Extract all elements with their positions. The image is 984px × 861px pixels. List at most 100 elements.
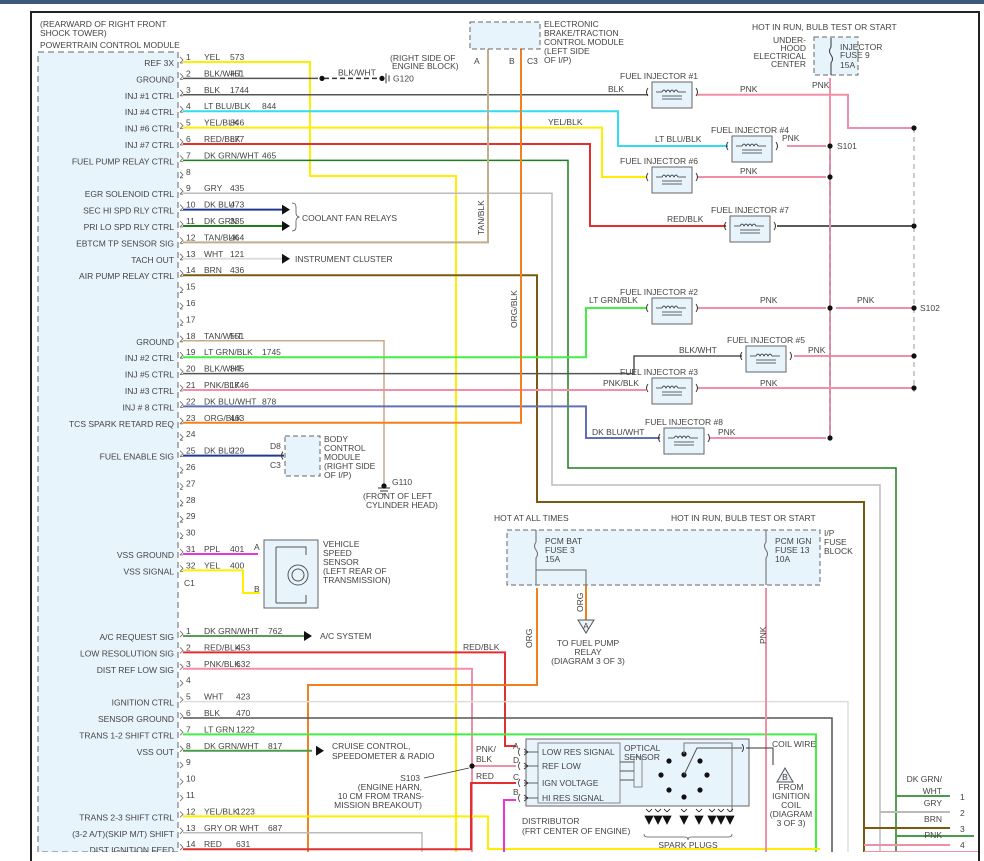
pin-function-label: DIST REF LOW SIG — [97, 665, 174, 675]
pin-terminal-icon — [179, 696, 184, 703]
pin-terminal-icon — [179, 466, 184, 474]
pin-function-label: VSS GROUND — [117, 550, 174, 560]
optical-sensor-leads — [620, 761, 634, 781]
wire-color-label: GRY OR WHT — [204, 823, 259, 833]
ebtcm-label: OF I/P) — [544, 55, 572, 65]
wire-c1-pin5-wht — [183, 700, 849, 852]
fuel-injector-label: FUEL INJECTOR #1 — [620, 71, 698, 81]
org-blk-vertical-label: ORG/BLK — [509, 290, 519, 328]
pin-terminal-icon — [179, 679, 184, 687]
ebtcm-pin-b: B — [509, 56, 515, 66]
pin-number: 14 — [186, 265, 196, 275]
pin-function-label: INJ # 8 CTRL — [123, 402, 175, 412]
splice-dot — [827, 174, 833, 180]
pin-function-label: PRI LO SPD RLY CTRL — [84, 222, 175, 232]
circuit-number: 1745 — [262, 347, 281, 357]
connector-id-c1: C1 — [184, 578, 195, 588]
wire-pin23-org-blk — [183, 42, 522, 424]
coil-wire-path — [741, 743, 774, 765]
wire-pin32-yel — [183, 569, 260, 594]
splice-dot — [911, 305, 917, 311]
injector-terminal-icon — [646, 303, 698, 313]
hot-in-run-label: HOT IN RUN, BULB TEST OR START — [671, 513, 816, 523]
pin-terminal-icon — [179, 499, 184, 507]
wire-color-label: TAN/WHT — [204, 331, 242, 341]
coil-icon — [734, 223, 764, 234]
tan-blk-vertical-label: TAN/BLK — [476, 200, 486, 235]
pin-number: 6 — [186, 708, 191, 718]
fuse-3-label: PCM BAT — [545, 536, 582, 546]
right-connector-wire-label: BRN — [924, 814, 942, 824]
pin-terminal-icon — [179, 368, 184, 375]
pin-number: 11 — [186, 216, 195, 226]
pcm-bat-fuse-icon — [534, 530, 587, 586]
pin-number: 22 — [186, 396, 196, 406]
circuit-number: 464 — [230, 232, 244, 242]
cruise-label: CRUISE CONTROL, — [332, 741, 410, 751]
circuit-number: 551 — [230, 331, 244, 341]
circuit-number: 762 — [268, 626, 282, 636]
pin-terminal-icon — [179, 745, 184, 753]
pin-terminal-icon — [179, 220, 184, 228]
wire-hi-res-signal — [503, 799, 516, 852]
pin-terminal-icon — [179, 450, 184, 457]
wire-color-label: YEL — [204, 52, 220, 62]
coil-icon — [736, 143, 766, 154]
distributor-terminal-icon — [518, 793, 538, 803]
ebtcm-module — [469, 21, 541, 50]
pin-terminal-icon — [179, 56, 184, 64]
marker-a: A — [583, 621, 589, 631]
circuit-number: 817 — [268, 741, 282, 751]
wire-label-red: RED — [476, 771, 494, 781]
wire-pin22-dk-blu-wht — [183, 405, 660, 439]
distributor-module-box — [537, 742, 621, 804]
wire-c1-pin14-red — [183, 782, 516, 851]
components-layer: 1DK GRN/WHT2GRY3BRN4PNKBLK/WHTG120(RIGHT… — [254, 19, 965, 850]
circuit-number: 453 — [236, 642, 250, 652]
wire-label-pnk: PNK — [760, 378, 778, 388]
pin-number: 21 — [186, 380, 196, 390]
pin-number: 2 — [186, 68, 191, 78]
splice-dot — [319, 75, 325, 81]
distributor-pin-pin_d: D — [513, 755, 519, 765]
distributor-terminal-icon — [518, 778, 538, 788]
pcm-pin-c2-17: 17 — [179, 314, 196, 326]
injector-body — [745, 345, 787, 373]
pin-function-label: EGR SOLENOID CTRL — [85, 189, 175, 199]
circuit-number: 877 — [230, 134, 244, 144]
ebtcm-label: ELECTRONIC — [544, 19, 599, 29]
pin-number: 31 — [186, 544, 196, 554]
wire-label-pnk: PNK — [857, 295, 875, 305]
arrow-icon — [282, 253, 290, 264]
pin-function-label: INJ #1 CTRL — [125, 91, 174, 101]
pin-number: 10 — [186, 774, 196, 784]
pcm-module-body — [37, 51, 179, 852]
arrow-icon — [282, 204, 290, 215]
ignition-coil-label: 3 OF 3) — [777, 818, 806, 828]
pcm-pin-c1-9: 9 — [179, 757, 191, 769]
right-connector-wire-label: WHT — [923, 786, 942, 796]
distributor-pin-pin_a: A — [513, 741, 519, 751]
marker-b: B — [782, 772, 788, 782]
wire-color-label: YEL — [204, 560, 220, 570]
pin-terminal-icon — [179, 401, 184, 408]
injector-body — [651, 81, 693, 109]
pin-function-label: TRANS 2-3 SHIFT CTRL — [79, 812, 174, 822]
pcm-ign-fuse-icon — [764, 530, 768, 585]
vss-label: SENSOR — [323, 557, 359, 567]
wire-color-label: DK GRN/WHT — [204, 626, 259, 636]
pin-terminal-icon — [179, 269, 184, 277]
pin-number: 19 — [186, 347, 196, 357]
wire-c1-pin6-blk — [183, 717, 833, 852]
wire-pin1-yel — [183, 61, 457, 852]
ignition-coil-label: (DIAGRAM — [770, 809, 813, 819]
circuit-number: 1746 — [230, 380, 249, 390]
circuit-number: 687 — [268, 823, 282, 833]
wire-pin18-tan-wht — [183, 340, 385, 488]
